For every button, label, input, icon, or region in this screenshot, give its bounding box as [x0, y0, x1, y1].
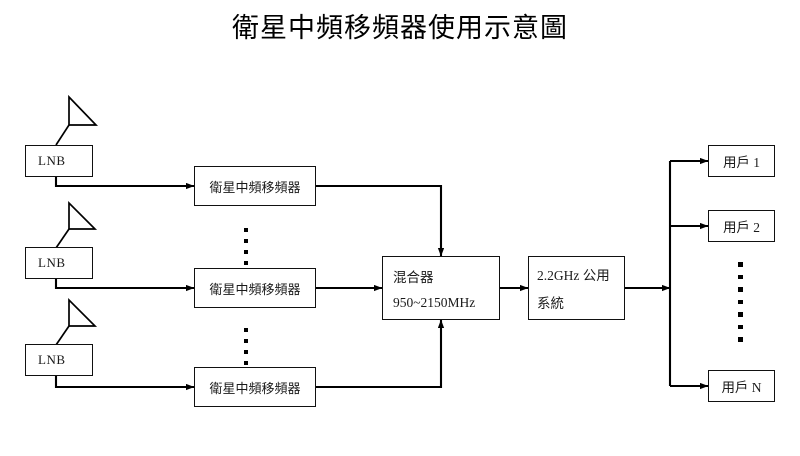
node-converter-1[interactable]: 衛星中頻移頻器 — [194, 166, 316, 206]
node-converter-2-label: 衛星中頻移頻器 — [209, 281, 301, 297]
node-mixer-label: 混合器 — [393, 269, 434, 285]
node-lnb-3-label: LNB — [38, 352, 66, 367]
vertical-ellipsis-icon-users — [738, 262, 743, 342]
satellite-antenna-icon-2 — [55, 200, 98, 249]
node-converter-2[interactable]: 衛星中頻移頻器 — [194, 268, 316, 308]
node-converter-1-label: 衛星中頻移頻器 — [209, 179, 301, 195]
node-user-1-label: 用戶 1 — [722, 155, 761, 170]
node-user-2-label: 用戶 2 — [722, 220, 761, 235]
link-lnb2-converter2 — [54, 278, 195, 292]
node-lnb-3[interactable]: LNB — [25, 344, 93, 376]
node-lnb-1-label: LNB — [38, 153, 66, 168]
link-converter3-mixer — [316, 319, 445, 389]
node-user-2[interactable]: 用戶 2 — [708, 210, 775, 242]
node-user-n[interactable]: 用戶 N — [708, 370, 775, 402]
node-user-1[interactable]: 用戶 1 — [708, 145, 775, 177]
link-converter1-mixer — [316, 184, 445, 257]
node-user-n-label: 用戶 N — [721, 380, 762, 395]
link-lnb3-converter3 — [54, 375, 195, 391]
satellite-antenna-icon-3 — [55, 297, 98, 346]
node-lnb-1[interactable]: LNB — [25, 145, 93, 177]
node-converter-3[interactable]: 衛星中頻移頻器 — [194, 367, 316, 407]
node-mixer-frequency-range: 950~2150MHz — [393, 294, 476, 310]
link-lnb1-converter1 — [54, 176, 195, 190]
node-public-system-label-2: 系統 — [537, 296, 564, 311]
node-mixer[interactable]: 混合器 950~2150MHz — [382, 256, 500, 320]
node-converter-3-label: 衛星中頻移頻器 — [209, 380, 301, 396]
node-public-system[interactable]: 2.2GHz 公用 系統 — [528, 256, 625, 320]
node-public-system-label: 2.2GHz 公用 — [537, 268, 610, 283]
satellite-antenna-icon-1 — [55, 94, 99, 146]
node-lnb-2-label: LNB — [38, 255, 66, 270]
node-lnb-2[interactable]: LNB — [25, 247, 93, 279]
page-title: 衛星中頻移頻器使用示意圖 — [232, 13, 568, 43]
